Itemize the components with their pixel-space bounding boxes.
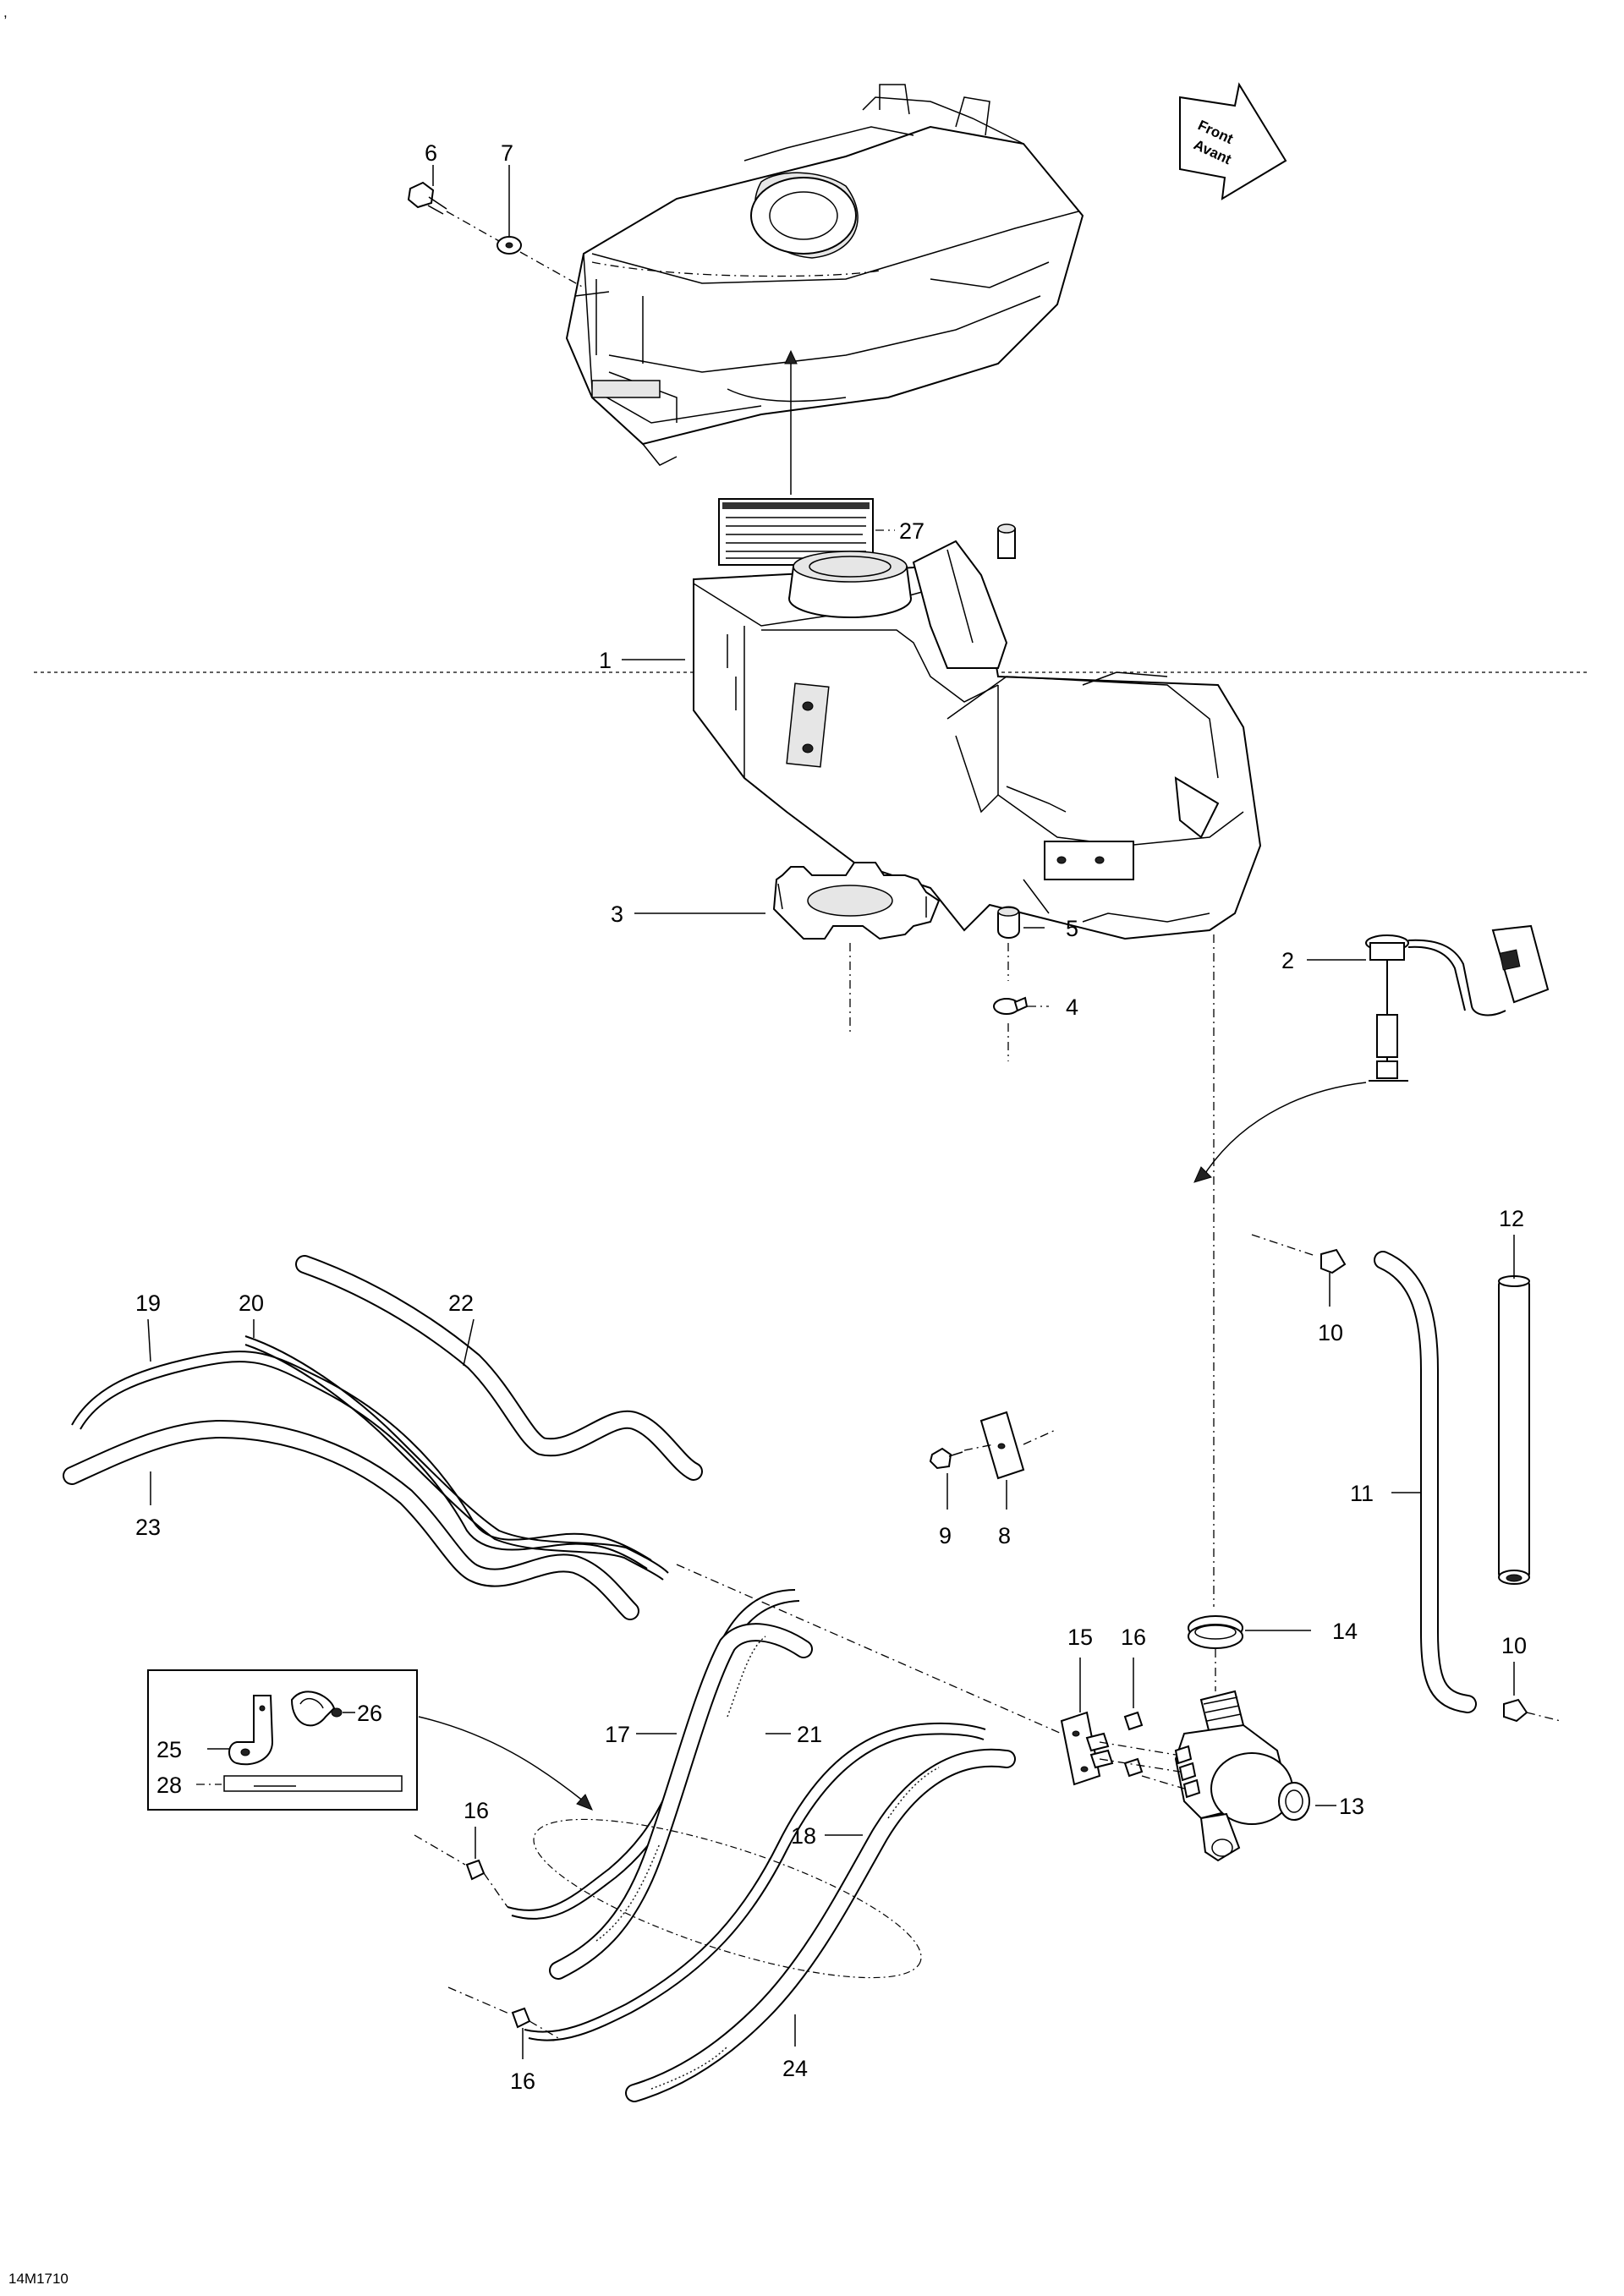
callout-16-middle: 16 (464, 1798, 489, 1823)
bolt-part-9 (929, 1447, 963, 1470)
callout-17: 17 (605, 1722, 630, 1747)
callout-18: 18 (791, 1823, 816, 1849)
corner-mark: , (3, 4, 8, 20)
fuel-hose-part-22 (295, 1255, 703, 1481)
callout-2: 2 (1281, 948, 1294, 973)
bolt-part-6 (407, 181, 447, 215)
callout-11: 11 (1350, 1481, 1374, 1506)
vent-hose-part-11 (1374, 1251, 1477, 1713)
callout-27: 27 (899, 518, 924, 544)
nut-part-16-middle (465, 1859, 486, 1881)
fuel-hose-part-24 (625, 1748, 1016, 2102)
fuel-hose-part-18 (524, 1722, 986, 2041)
vehicle-overview-drawing (565, 84, 1084, 466)
drawing-number: 14M1710 (8, 2271, 69, 2287)
clamp-part-10-lower (1503, 1698, 1528, 1723)
callout-3: 3 (611, 901, 623, 927)
callout-23: 23 (135, 1515, 161, 1540)
fuel-tank-part-1 (693, 523, 1262, 940)
callout-21: 21 (797, 1722, 822, 1747)
callout-14: 14 (1332, 1619, 1358, 1644)
nut-part-16-lower (511, 2007, 531, 2029)
callout-19: 19 (135, 1290, 161, 1316)
callout-7: 7 (501, 140, 513, 166)
fuel-pump-part-13 (1174, 1690, 1310, 1862)
callout-20: 20 (239, 1290, 264, 1316)
callout-4: 4 (1066, 995, 1078, 1020)
callout-1: 1 (599, 648, 612, 673)
fuel-level-sender-part-2 (1365, 924, 1550, 1082)
nut-part-16-upper (1123, 1711, 1144, 1778)
callout-26: 26 (357, 1701, 382, 1726)
clamp-part-14 (1188, 1615, 1243, 1649)
callout-28: 28 (156, 1773, 182, 1798)
callout-22: 22 (448, 1290, 474, 1316)
filler-cap-part-3 (772, 862, 941, 940)
washer-part-7 (497, 236, 522, 255)
callout-5: 5 (1066, 916, 1078, 941)
callout-13: 13 (1339, 1794, 1364, 1819)
fuel-hose-part-23 (63, 1420, 639, 1620)
callout-12: 12 (1499, 1206, 1524, 1231)
vent-cap-part-5 (997, 906, 1020, 939)
callout-6: 6 (425, 140, 437, 166)
callout-10-upper: 10 (1318, 1320, 1343, 1345)
hose-part-12 (1498, 1275, 1530, 1585)
label-part-28 (223, 1775, 403, 1792)
callout-24: 24 (782, 2056, 808, 2081)
callout-10-lower: 10 (1501, 1633, 1527, 1658)
routing-area-outline (533, 1818, 922, 1979)
callout-8: 8 (998, 1523, 1011, 1548)
callout-16-lower: 16 (510, 2069, 535, 2094)
callout-15: 15 (1067, 1625, 1093, 1650)
callout-9: 9 (939, 1523, 952, 1548)
fuel-hose-part-19 (71, 1335, 669, 1581)
fuel-hose-part-21 (549, 1623, 813, 1980)
flange-part-15 (1060, 1711, 1114, 1786)
callout-25: 25 (156, 1737, 182, 1762)
front-direction-arrow: Front Avant (1179, 82, 1287, 200)
clip-part-26 (290, 1690, 343, 1727)
hose-clamp-part-4 (993, 996, 1029, 1015)
callout-16-upper: 16 (1121, 1625, 1146, 1650)
clamp-part-10-upper (1320, 1248, 1347, 1274)
bracket-part-8 (979, 1411, 1025, 1480)
